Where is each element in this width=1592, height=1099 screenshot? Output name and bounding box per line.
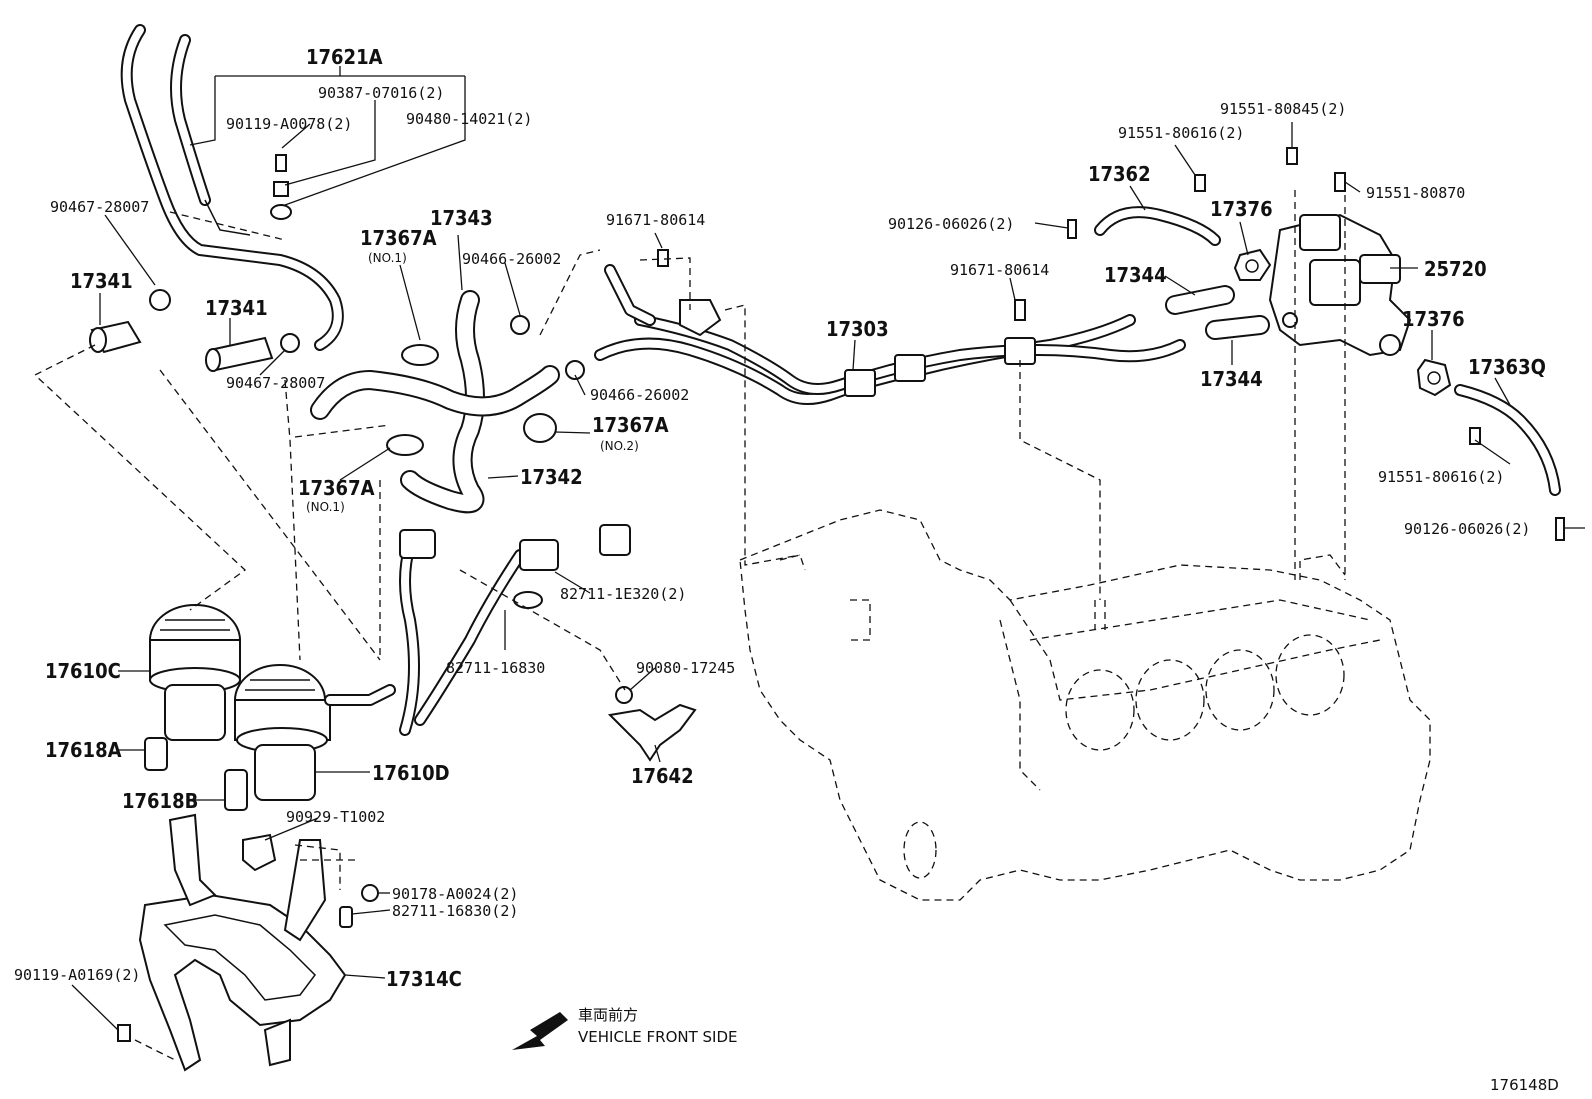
bolt-90119-A0169 <box>117 1024 131 1042</box>
filter-17618B <box>224 769 248 811</box>
clip-90929-T1002 <box>242 833 277 872</box>
pipe-17363Q <box>1454 384 1561 496</box>
vehicle-front-english: VEHICLE FRONT SIDE <box>578 1028 738 1046</box>
label-90929-T1002: 90929-T1002 <box>286 808 385 826</box>
label-17363Q: 17363Q <box>1468 355 1546 379</box>
part-labels: 17621A 90387-07016(2) 90119-A0078(2) 904… <box>14 45 1546 991</box>
label-17303: 17303 <box>826 317 889 341</box>
clamp-17367A-no2 <box>523 413 557 443</box>
label-17341-a: 17341 <box>70 269 133 293</box>
bolt-91671-80614-b <box>1014 299 1026 321</box>
bracket-17314C <box>138 813 347 1072</box>
air-pump-17610C <box>149 604 241 741</box>
label-90466-26002-b: 90466-26002 <box>590 386 689 404</box>
label-17610C: 17610C <box>45 659 121 683</box>
vehicle-front-indicator: 車両前方 VEHICLE FRONT SIDE <box>512 1006 738 1050</box>
label-90466-26002-a: 90466-26002 <box>462 250 561 268</box>
label-90119-A0169: 90119-A0169(2) <box>14 966 140 984</box>
label-90467-28007-b: 90467-28007 <box>226 374 325 392</box>
hose-17341-a <box>89 320 142 354</box>
clip-82711-16830-b <box>339 906 353 928</box>
pipe-17362 <box>1094 206 1221 246</box>
bolt-91671-80614-a <box>657 249 669 267</box>
hose-17344-lower <box>1205 315 1270 340</box>
leader-lines <box>71 66 1585 1031</box>
nut-90080-17245 <box>615 686 633 704</box>
label-90126-06026-b: 90126-06026(2) <box>1404 520 1530 538</box>
label-17642: 17642 <box>631 764 694 788</box>
gasket-17376-upper <box>1233 248 1272 281</box>
assembly-dashed-lines <box>33 190 1346 1061</box>
bolt-91551-80845 <box>1286 147 1298 165</box>
bracket-17642 <box>607 703 697 762</box>
label-17618B: 17618B <box>122 789 198 813</box>
bolt-91551-80870 <box>1334 172 1346 192</box>
label-91671-80614-a: 91671-80614 <box>606 211 705 229</box>
bolt-91551-80616-b <box>1469 427 1481 445</box>
label-91551-80845: 91551-80845(2) <box>1220 100 1346 118</box>
label-17344-a: 17344 <box>1104 263 1167 287</box>
clamp-90466-a <box>510 315 530 335</box>
engine-block-outline <box>739 509 1431 901</box>
label-17367A-mid-no: (NO.2) <box>600 439 639 453</box>
label-17362: 17362 <box>1088 162 1151 186</box>
label-90178-A0024: 90178-A0024(2) <box>392 885 518 903</box>
label-91551-80616-b: 91551-80616(2) <box>1378 468 1504 486</box>
hose-17341-b <box>205 336 274 372</box>
clamp-90466-b <box>565 360 585 380</box>
label-17344-b: 17344 <box>1200 367 1263 391</box>
stud-90126-a <box>1067 219 1077 239</box>
label-91551-80616-a: 91551-80616(2) <box>1118 124 1244 142</box>
gasket-17376-lower <box>1416 358 1452 397</box>
left-upper-pipe-17621A <box>120 24 344 351</box>
bolt-91551-80616-a <box>1194 174 1206 192</box>
label-90467-28007-a: 90467-28007 <box>50 198 149 216</box>
label-82711-16830-b: 82711-16830(2) <box>392 902 518 920</box>
nut-90178-A0024 <box>361 884 379 902</box>
label-91551-80870: 91551-80870 <box>1366 184 1465 202</box>
filter-17618A <box>144 737 168 771</box>
clamp-17367A-no1-top <box>401 344 439 366</box>
clamp-90467-a <box>149 289 171 311</box>
diagram-id: 176148D <box>1490 1076 1559 1094</box>
hose-17344-upper <box>1165 285 1235 315</box>
label-90480-14021: 90480-14021(2) <box>406 110 532 128</box>
hose-17343 <box>400 290 485 514</box>
label-17367A-low: 17367A <box>298 476 375 500</box>
label-90126-06026-a: 90126-06026(2) <box>888 215 1014 233</box>
hose-17342 <box>310 365 560 420</box>
label-17367A-top-no: (NO.1) <box>368 251 407 265</box>
label-17341-b: 17341 <box>205 296 268 320</box>
label-82711-1E320: 82711-1E320(2) <box>560 585 686 603</box>
label-17618A: 17618A <box>45 738 122 762</box>
label-90387-07016: 90387-07016(2) <box>318 84 444 102</box>
label-90119-A0078: 90119-A0078(2) <box>226 115 352 133</box>
air-switching-valve-25720 <box>1268 213 1412 357</box>
air-pump-17610D <box>234 664 396 801</box>
label-91671-80614-b: 91671-80614 <box>950 261 1049 279</box>
label-82711-16830: 82711-16830 <box>446 659 545 677</box>
label-17367A-mid: 17367A <box>592 413 669 437</box>
main-pipe-17303 <box>594 264 1186 405</box>
label-17342: 17342 <box>520 465 583 489</box>
bolt-90119-A0078 <box>270 154 292 220</box>
label-17367A-low-no: (NO.1) <box>306 500 345 514</box>
front-arrow-icon <box>512 1012 568 1050</box>
label-90080-17245: 90080-17245 <box>636 659 735 677</box>
stud-90126-b <box>1555 517 1565 541</box>
label-17610D: 17610D <box>372 761 450 785</box>
label-17376-a: 17376 <box>1210 197 1273 221</box>
clamp-90467-b <box>280 333 300 353</box>
label-25720: 25720 <box>1424 257 1487 281</box>
label-17314C: 17314C <box>386 967 462 991</box>
clamp-17367A-no1-low <box>386 434 424 456</box>
vehicle-front-japanese: 車両前方 <box>578 1006 638 1024</box>
label-17621A: 17621A <box>306 45 383 69</box>
label-17367A-top: 17367A <box>360 226 437 250</box>
label-17376-b: 17376 <box>1402 307 1465 331</box>
pressure-sensor-harness <box>399 524 631 736</box>
label-17343: 17343 <box>430 206 493 230</box>
